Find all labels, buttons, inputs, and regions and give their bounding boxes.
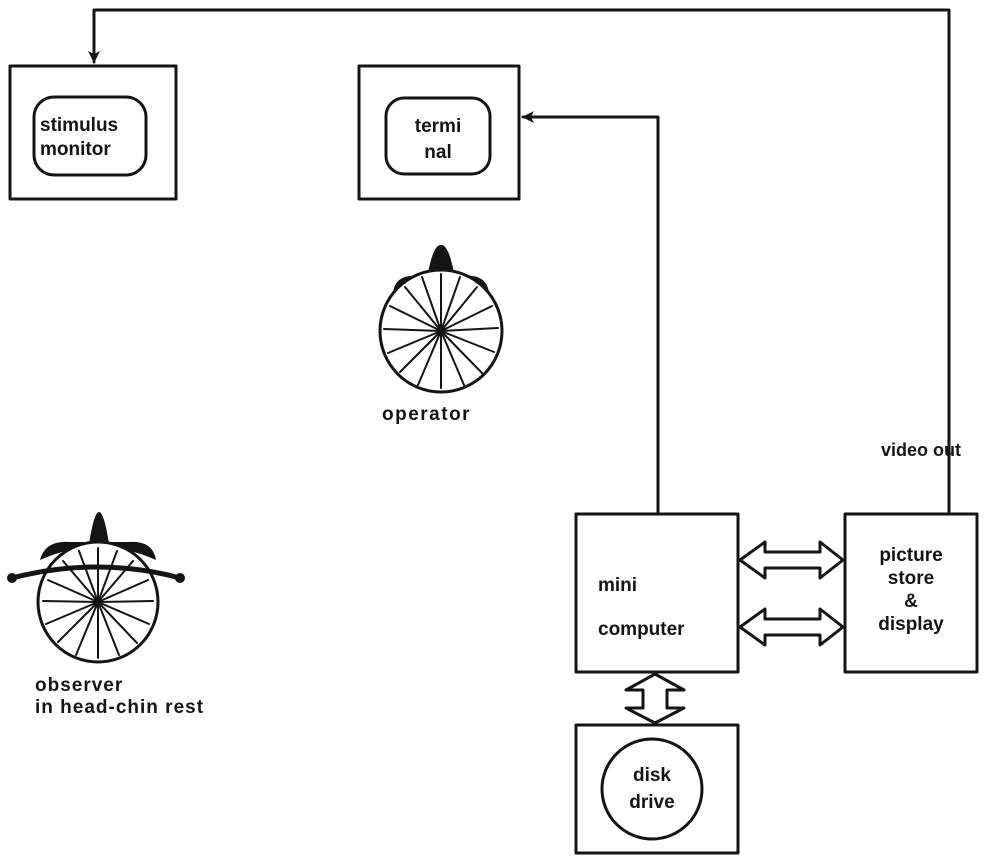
terminal-line2: nal <box>424 142 452 163</box>
observer-figure <box>7 512 185 664</box>
stimulus-monitor-line2: monitor <box>40 139 111 160</box>
disk-drive-line2: drive <box>629 792 675 813</box>
disk-drive-box <box>574 723 740 855</box>
stimulus-monitor-line1: stimulus <box>40 115 119 136</box>
picture-store-line4: display <box>878 614 944 635</box>
observer-label: observer in head-chin rest <box>35 675 204 719</box>
picture-store-label: picture store & display <box>848 544 974 636</box>
video-out-wire <box>88 8 951 516</box>
disk-drive-label: disk drive <box>604 762 700 816</box>
stimulus-monitor-label: stimulus monitor <box>40 114 118 162</box>
picture-store-line1: picture <box>879 545 943 566</box>
computer-terminal-wire <box>521 111 660 516</box>
operator-figure <box>378 244 504 394</box>
observer-line1: observer <box>35 675 124 696</box>
disk-drive-line1: disk <box>632 765 672 786</box>
mini-computer-label: mini computer <box>598 564 685 652</box>
bus-arrow-lower <box>738 607 845 647</box>
stimulus-monitor-box <box>8 64 178 201</box>
terminal-screen <box>384 96 492 176</box>
terminal-line1: termi <box>414 116 462 137</box>
bus-arrow-disk <box>624 672 686 725</box>
picture-store-line2: store <box>887 568 935 589</box>
terminal-label: termi nal <box>392 114 484 166</box>
operator-label: operator <box>382 404 472 425</box>
picture-store-line3: & <box>904 591 918 612</box>
disk-drive-platter <box>600 737 704 841</box>
mini-computer-line1: mini <box>598 575 638 596</box>
terminal-box <box>357 64 521 201</box>
picture-store-box <box>843 512 979 674</box>
bus-arrow-upper <box>738 540 845 580</box>
observer-line2: in head-chin rest <box>35 697 205 718</box>
mini-computer-line2: computer <box>598 619 685 640</box>
stimulus-monitor-screen <box>32 95 148 177</box>
video-out-label: video out <box>881 440 961 460</box>
